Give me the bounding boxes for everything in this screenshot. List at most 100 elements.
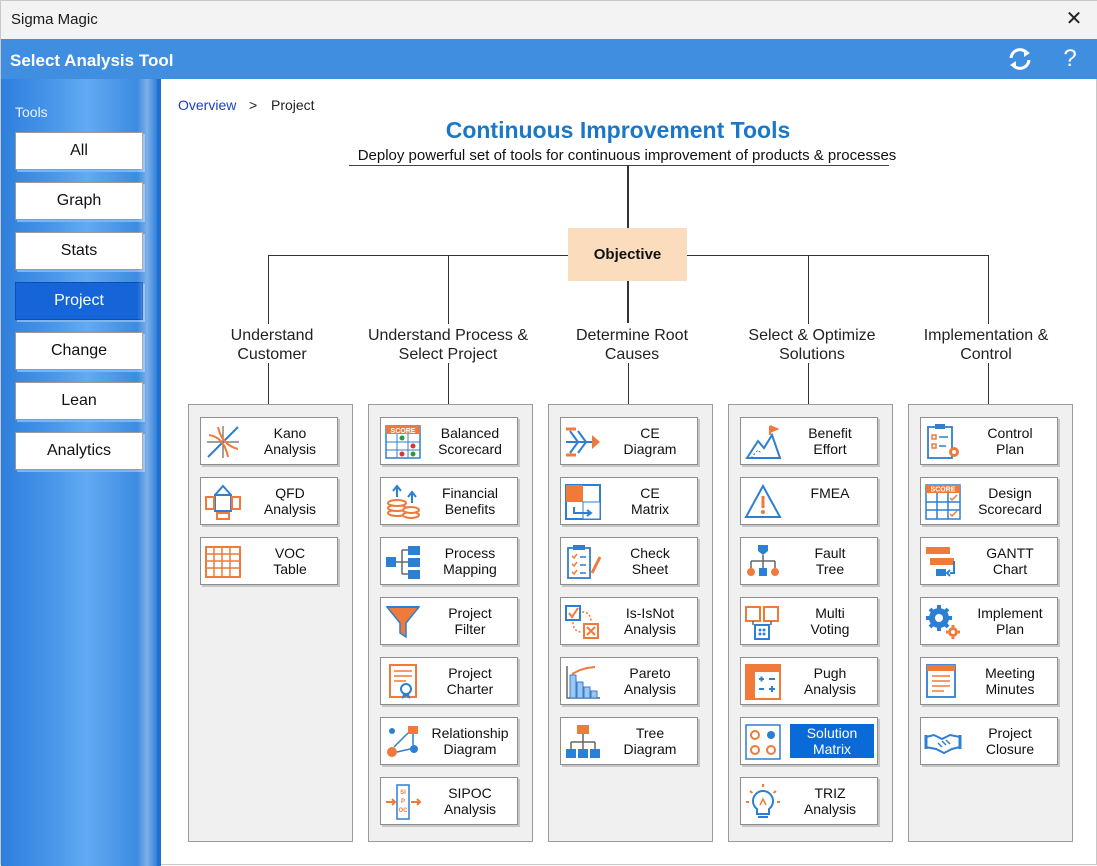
tool-label: Solution Matrix <box>790 724 874 758</box>
tool-label: GANTT Chart <box>986 545 1034 577</box>
tool-label: Project Filter <box>448 605 492 637</box>
tool-label: Is-IsNot Analysis <box>623 605 677 637</box>
tool-label: Balanced Scorecard <box>438 425 502 457</box>
tool-button[interactable]: SCORE Balanced Scorecard <box>380 417 518 465</box>
tool-button[interactable]: Kano Analysis <box>200 417 338 465</box>
pareto-icon <box>564 663 602 701</box>
tool-button[interactable]: Solution Matrix <box>740 717 878 765</box>
sidebar-label: Tools <box>15 104 48 120</box>
gantt-icon <box>924 543 962 581</box>
page-subtitle: Deploy powerful set of tools for continu… <box>357 147 897 164</box>
icon-text: SI <box>400 790 406 796</box>
sidebar-button-graph[interactable]: Graph <box>15 182 143 220</box>
icon-text: SCORE <box>391 428 416 435</box>
breadcrumb-current: Project <box>271 97 315 113</box>
tool-label: Benefit Effort <box>808 425 852 457</box>
qfd-icon <box>204 483 242 521</box>
sidebar-button-stats[interactable]: Stats <box>15 232 143 270</box>
tool-button[interactable]: Pugh Analysis <box>740 657 878 705</box>
tool-label: Kano Analysis <box>263 425 317 457</box>
checksheet-icon <box>564 543 602 581</box>
pugh-icon <box>744 663 782 701</box>
tool-button[interactable]: Multi Voting <box>740 597 878 645</box>
sidebar-button-project[interactable]: Project <box>15 282 143 320</box>
category-heading: Determine Root Causes <box>575 327 689 363</box>
tool-button[interactable]: Tree Diagram <box>560 717 698 765</box>
page-title: Continuous Improvement Tools <box>445 117 791 143</box>
minutes-icon <box>924 663 962 701</box>
fishbone-icon <box>564 423 602 461</box>
tool-label: Process Mapping <box>443 545 497 577</box>
kano-icon <box>204 423 242 461</box>
design-scorecard-icon: SCORE <box>924 483 962 521</box>
tool-label: FMEA <box>810 485 850 501</box>
tool-label: Pugh Analysis <box>803 665 857 697</box>
tool-label: Project Charter <box>446 665 494 697</box>
tool-button[interactable]: Check Sheet <box>560 537 698 585</box>
icon-text: SCORE <box>931 487 956 494</box>
breadcrumb-overview-link[interactable]: Overview <box>178 97 237 113</box>
tool-button[interactable]: FMEA <box>740 477 878 525</box>
is-isnot-icon <box>564 603 602 641</box>
sidebar-button-all[interactable]: All <box>15 132 143 170</box>
tool-button[interactable]: Project Filter <box>380 597 518 645</box>
tool-button[interactable]: Project Charter <box>380 657 518 705</box>
tool-button[interactable]: Control Plan <box>920 417 1058 465</box>
tool-button[interactable]: SCORE Design Scorecard <box>920 477 1058 525</box>
tool-label: Implement Plan <box>977 605 1043 637</box>
close-icon[interactable]: ✕ <box>1065 8 1083 30</box>
tool-button[interactable]: GANTT Chart <box>920 537 1058 585</box>
tool-button[interactable]: Relationship Diagram <box>380 717 518 765</box>
tool-label: CE Diagram <box>623 425 677 457</box>
relationship-icon <box>384 723 422 761</box>
certificate-icon <box>384 663 422 701</box>
icon-text: OC <box>399 808 409 814</box>
fault-tree-icon <box>744 543 782 581</box>
objective-box: Objective <box>568 228 687 281</box>
tool-label: CE Matrix <box>630 485 670 517</box>
tool-button[interactable]: Financial Benefits <box>380 477 518 525</box>
sidebar-button-lean[interactable]: Lean <box>15 382 143 420</box>
tool-button[interactable]: Meeting Minutes <box>920 657 1058 705</box>
tool-label: VOC Table <box>273 545 307 577</box>
handshake-icon <box>924 723 962 761</box>
category-heading: Understand Process & Select Project <box>367 327 529 363</box>
breadcrumb-separator: > <box>249 97 258 113</box>
tool-button[interactable]: Process Mapping <box>380 537 518 585</box>
tool-label: TRIZ Analysis <box>803 785 857 817</box>
help-icon[interactable]: ? <box>1063 45 1077 72</box>
category-heading: Implementation & Control <box>923 327 1049 363</box>
tool-label: Project Closure <box>985 725 1035 757</box>
sidebar-button-analytics[interactable]: Analytics <box>15 432 143 470</box>
tool-button[interactable]: CE Matrix <box>560 477 698 525</box>
funnel-icon <box>384 603 422 641</box>
tool-button[interactable]: CE Diagram <box>560 417 698 465</box>
tool-button[interactable]: Implement Plan <box>920 597 1058 645</box>
tool-label: Tree Diagram <box>623 725 677 757</box>
sidebar-button-change[interactable]: Change <box>15 332 143 370</box>
header-bar: Select Analysis Tool ? <box>1 39 1097 79</box>
tool-button[interactable]: Pareto Analysis <box>560 657 698 705</box>
tool-button[interactable]: VOC Table <box>200 537 338 585</box>
tool-button[interactable]: Benefit Effort <box>740 417 878 465</box>
voc-table-icon <box>204 543 242 581</box>
tool-label: Pareto Analysis <box>623 665 677 697</box>
tool-label: Design Scorecard <box>978 485 1042 517</box>
refresh-icon[interactable] <box>1005 45 1035 73</box>
solution-matrix-icon <box>744 723 782 761</box>
tool-button[interactable]: Is-IsNot Analysis <box>560 597 698 645</box>
tool-button[interactable]: Fault Tree <box>740 537 878 585</box>
tool-button[interactable]: TRIZ Analysis <box>740 777 878 825</box>
tool-label: SIPOC Analysis <box>443 785 497 817</box>
tool-button[interactable]: Project Closure <box>920 717 1058 765</box>
tool-label: Relationship Diagram <box>431 725 509 757</box>
gears-icon <box>924 603 962 641</box>
tool-label: Fault Tree <box>814 545 846 577</box>
tree-icon <box>564 723 602 761</box>
tool-label: QFD Analysis <box>263 485 317 517</box>
tool-button[interactable]: QFD Analysis <box>200 477 338 525</box>
title-bar: Sigma Magic ✕ <box>1 1 1097 39</box>
